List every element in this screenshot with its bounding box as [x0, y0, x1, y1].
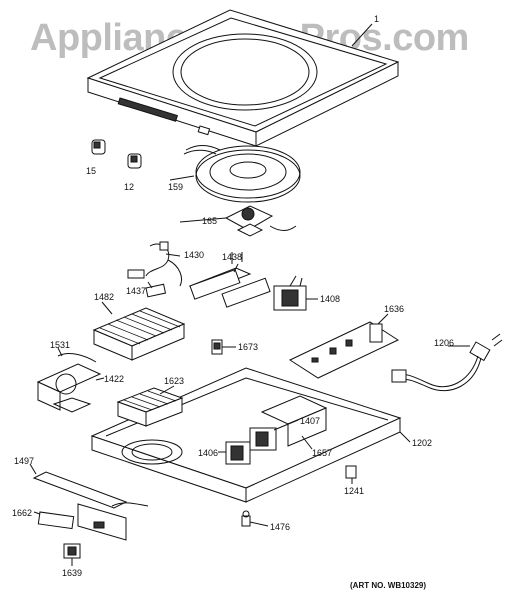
callout-159: 159: [168, 182, 183, 192]
callout-165: 165: [202, 216, 217, 226]
control-module-1662: [37, 502, 149, 541]
bracket-1497: [32, 471, 128, 509]
capacitor-1657: [260, 395, 328, 447]
leader-lines: [29, 175, 470, 566]
fan-assembly-1422: [36, 353, 102, 413]
callout-1206: 1206: [434, 338, 454, 348]
wire-harness-1430: [127, 241, 182, 298]
callout-15: 15: [86, 166, 96, 176]
knob-12: [127, 153, 142, 169]
callout-1406: 1406: [198, 448, 218, 458]
callout-12: 12: [124, 182, 134, 192]
foot-1241: [345, 465, 357, 479]
callout-1623: 1623: [164, 376, 184, 386]
callout-1438: 1438: [222, 252, 242, 262]
heat-sink-1623: [116, 387, 184, 427]
foot-1476: [241, 510, 251, 527]
callout-1408: 1408: [320, 294, 340, 304]
callout-1636: 1636: [384, 304, 404, 314]
callout-1422: 1422: [104, 374, 124, 384]
callout-1639: 1639: [62, 568, 82, 578]
art-number: (ART NO. WB10329): [350, 581, 426, 590]
switch-1673: [211, 339, 223, 355]
power-cord-1206: [391, 333, 503, 392]
callout-1202: 1202: [412, 438, 432, 448]
switch-1639: [63, 543, 81, 559]
callout-1: 1: [374, 14, 379, 24]
transformer-1406: [225, 441, 251, 465]
callout-1662: 1662: [12, 508, 32, 518]
callout-1476: 1476: [270, 522, 290, 532]
induction-coil-159: [183, 144, 301, 203]
heat-sink-1482: [92, 307, 186, 361]
callout-labels: 1 15 12 159 165 1430 1437 1438 1408 1482…: [12, 14, 454, 578]
knob-15: [91, 139, 106, 155]
callout-1531: 1531: [50, 340, 70, 350]
cooktop-top-assembly: [86, 9, 400, 147]
callout-1407: 1407: [300, 416, 320, 426]
base-pan-1202: [90, 367, 402, 503]
callout-1497: 1497: [14, 456, 34, 466]
transformer-1408: [273, 275, 307, 311]
callout-1482: 1482: [94, 292, 114, 302]
fan-motor-165: [224, 205, 297, 237]
capacitor-pair-1438: [188, 252, 271, 308]
callout-1430: 1430: [184, 250, 204, 260]
callout-1437: 1437: [126, 286, 146, 296]
transformer-1407: [249, 427, 277, 451]
callout-1657: 1657: [312, 448, 332, 458]
circuit-board-1636: [288, 321, 400, 379]
callout-1673: 1673: [238, 342, 258, 352]
callout-1241: 1241: [344, 486, 364, 496]
